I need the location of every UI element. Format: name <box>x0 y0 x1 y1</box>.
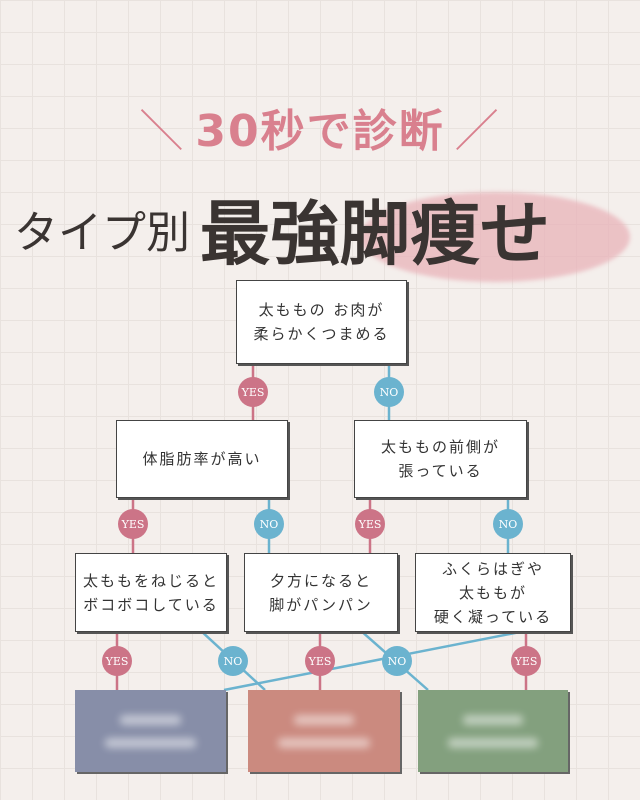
no-badge: NO <box>493 509 523 539</box>
no-badge: NO <box>374 377 404 407</box>
question-soft-thigh: 太ももの お肉が 柔らかくつまめる <box>236 280 407 364</box>
title: タイプ別最強脚痩せ <box>14 178 550 279</box>
result-box-blurred-1 <box>75 690 226 772</box>
no-badge: NO <box>382 646 412 676</box>
yes-badge: YES <box>355 509 385 539</box>
question-bumpy: 太ももをねじると ボコボコしている <box>75 553 227 632</box>
yes-badge: YES <box>305 646 335 676</box>
highlight-blob <box>360 192 630 282</box>
question-front-thigh: 太ももの前側が 張っている <box>354 420 527 498</box>
question-stiff: ふくらはぎや 太ももが 硬く凝っている <box>415 553 571 632</box>
question-swelling: 夕方になると 脚がパンパン <box>244 553 398 632</box>
title-prefix: タイプ別 <box>14 207 190 259</box>
result-box-blurred-3 <box>418 690 568 772</box>
result-box-blurred-2 <box>248 690 400 772</box>
subtitle-text: 30秒で診断 <box>195 106 445 157</box>
title-main: 最強脚痩せ <box>200 192 550 275</box>
no-badge: NO <box>254 509 284 539</box>
question-body-fat: 体脂肪率が高い <box>116 420 288 498</box>
yes-badge: YES <box>511 646 541 676</box>
yes-badge: YES <box>238 377 268 407</box>
yes-badge: YES <box>118 509 148 539</box>
no-badge: NO <box>218 646 248 676</box>
subtitle: ＼30秒で診断／ <box>139 106 501 157</box>
yes-badge: YES <box>102 646 132 676</box>
